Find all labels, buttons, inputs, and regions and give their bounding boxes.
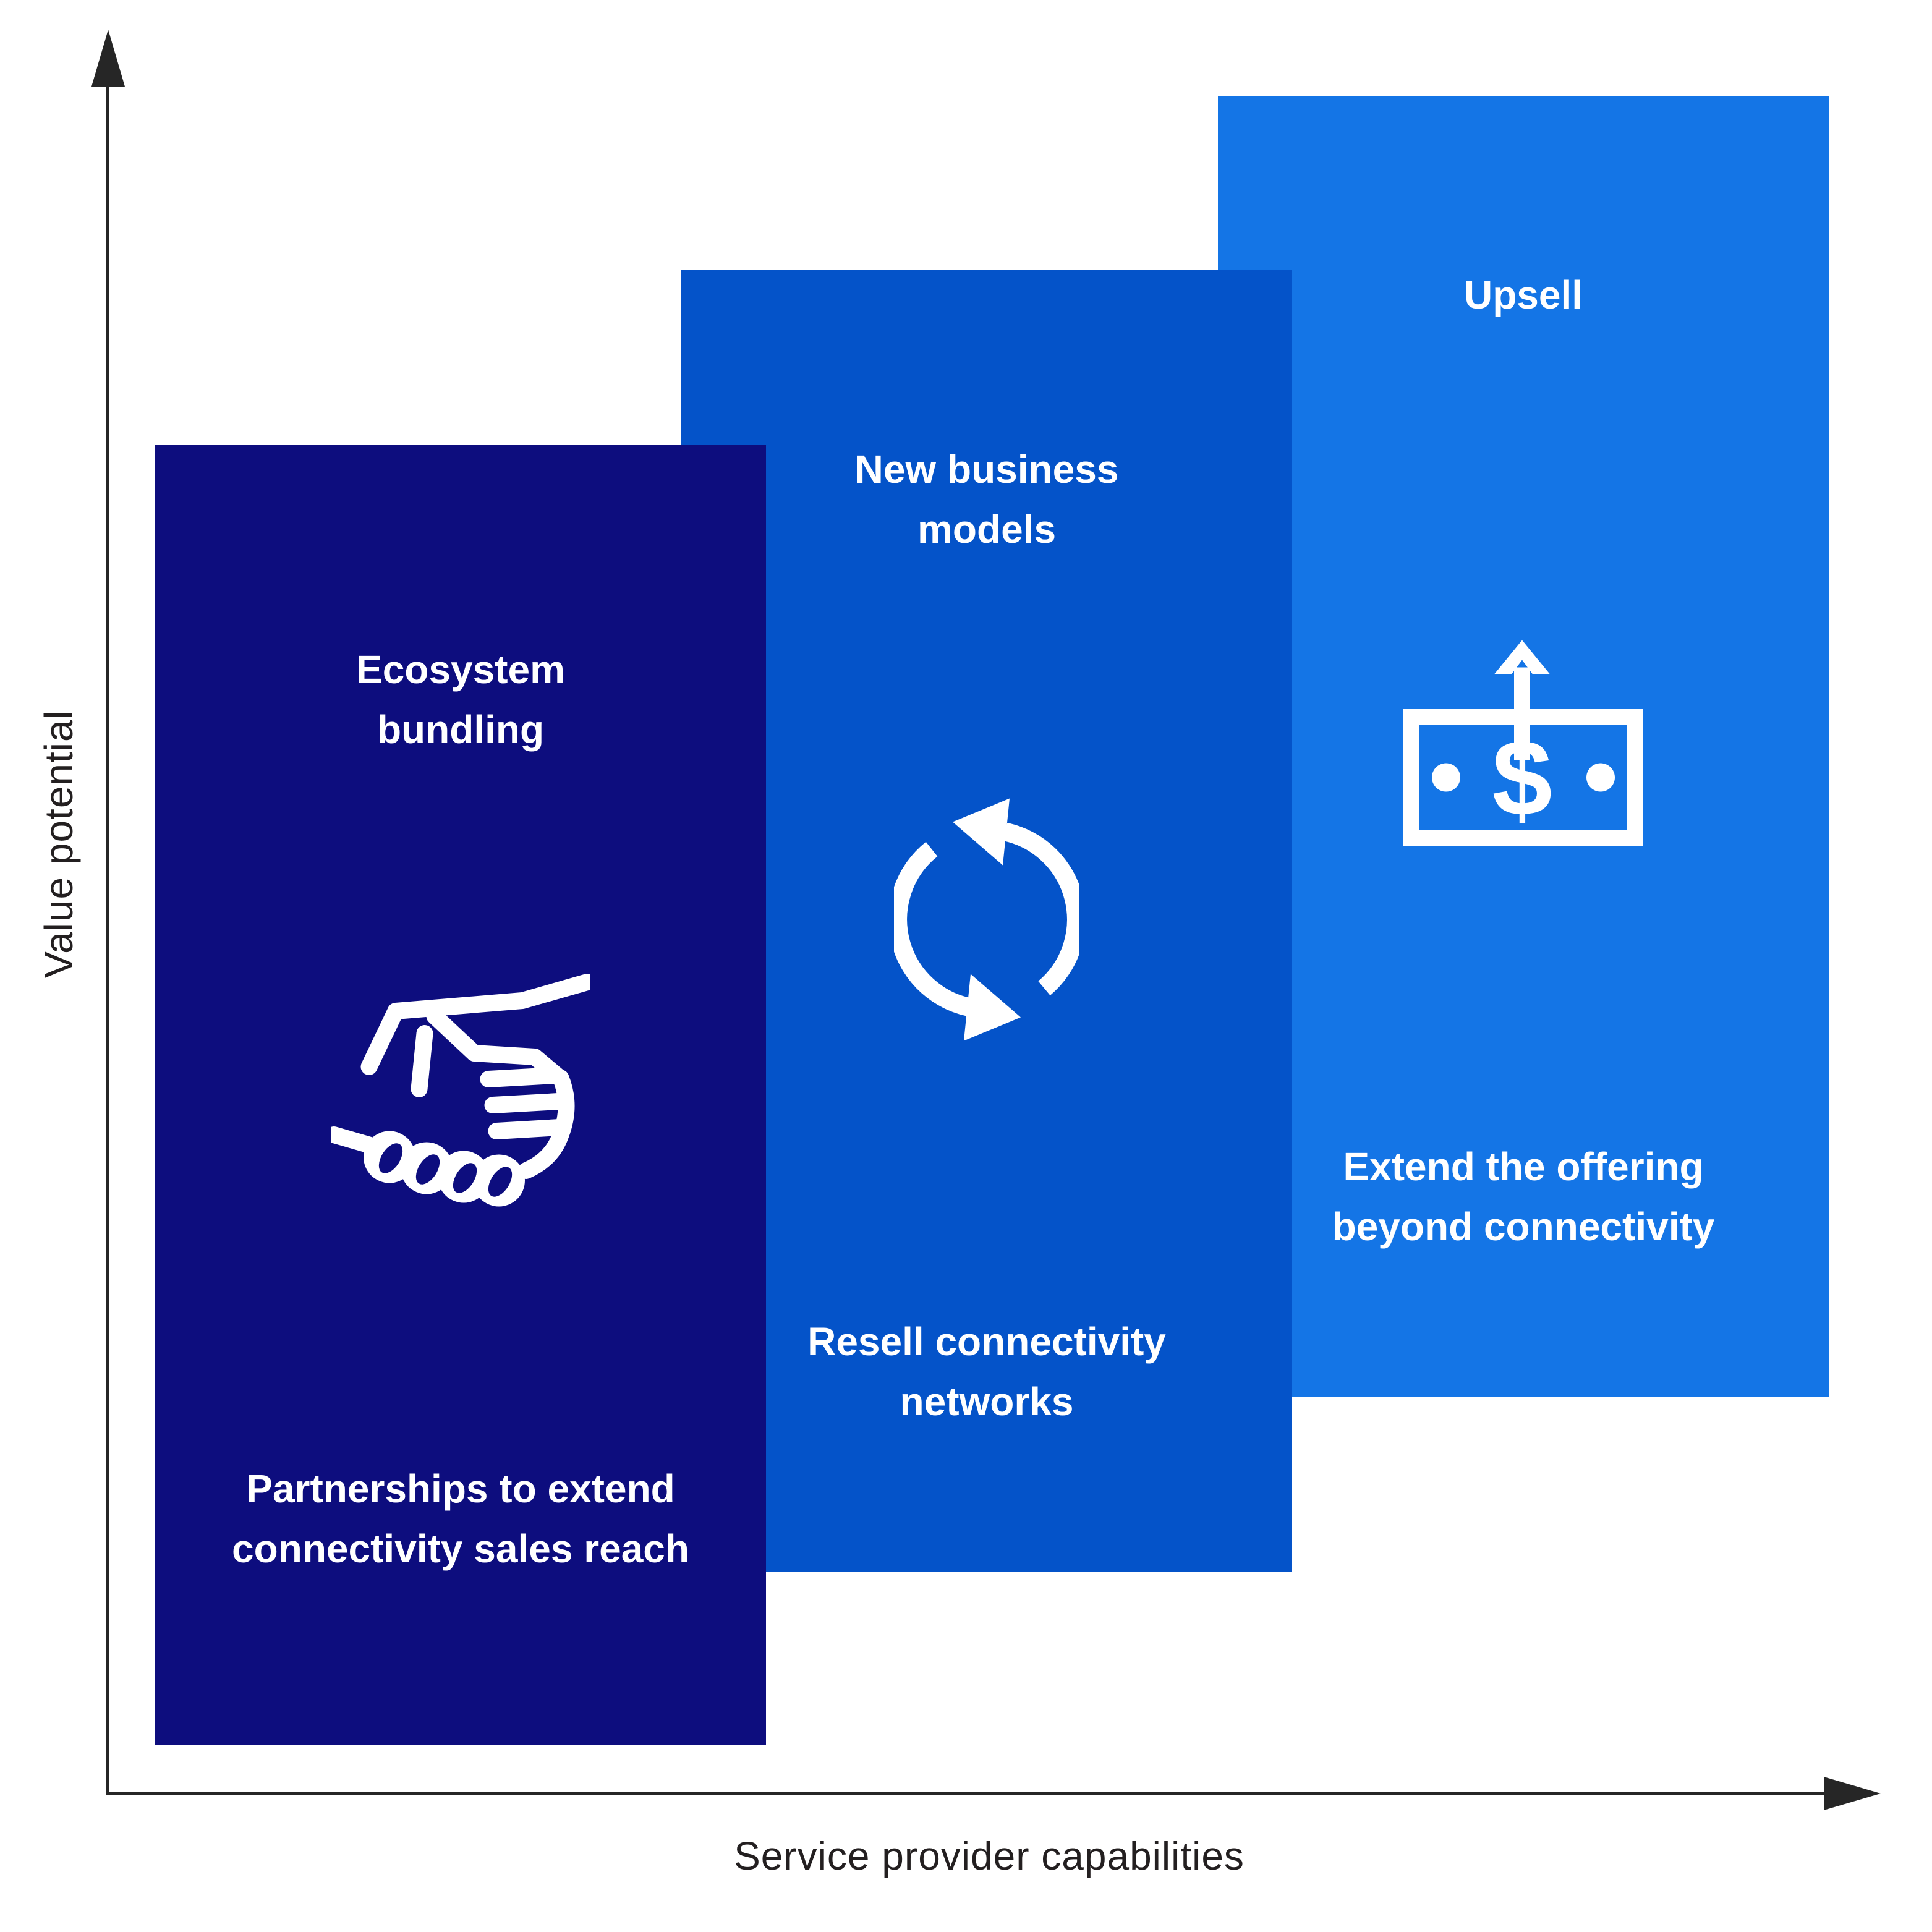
panel-caption-line: Resell connectivity: [807, 1319, 1166, 1364]
panel-caption: Resell connectivity networks: [681, 1312, 1292, 1432]
panel-title-line: Upsell: [1463, 272, 1583, 317]
x-axis-arrow-icon: [1824, 1777, 1881, 1810]
handshake-icon: [325, 973, 596, 1217]
panel-title-line: models: [917, 506, 1057, 551]
panel-title-line: bundling: [377, 707, 545, 752]
panel-caption-line: Extend the offering: [1343, 1144, 1704, 1189]
panel-caption: Extend the offering beyond connectivity: [1218, 1137, 1829, 1257]
panel-title: Upsell: [1218, 265, 1829, 325]
panel-new-business-models: New business models Resell connectivity …: [681, 270, 1292, 1572]
panel-title: New business models: [681, 440, 1292, 560]
panel-caption: Partnerships to extend connectivity sale…: [155, 1459, 766, 1579]
y-axis-label: Value potential: [36, 710, 81, 978]
y-axis-arrow-icon: [91, 30, 125, 87]
panel-title-line: New business: [854, 446, 1119, 492]
panel-caption-line: connectivity sales reach: [232, 1526, 689, 1572]
panel-caption-line: beyond connectivity: [1332, 1204, 1715, 1249]
money-upsell-icon: $: [1403, 640, 1644, 853]
x-axis-label: Service provider capabilities: [734, 1834, 1245, 1878]
x-axis-line: [106, 1792, 1831, 1795]
panel-caption-line: Partnerships to extend: [246, 1466, 675, 1512]
cycle-arrows-icon: [888, 796, 1086, 1047]
panel-upsell: Upsell $ Extend the offering beyond conn…: [1218, 96, 1829, 1397]
y-axis-line: [106, 68, 109, 1795]
panel-ecosystem-bundling: Ecosystem bundling: [155, 445, 766, 1745]
panel-title-line: Ecosystem: [356, 647, 565, 692]
panel-caption-line: networks: [900, 1379, 1074, 1424]
svg-text:$: $: [1492, 718, 1552, 838]
panel-title: Ecosystem bundling: [155, 640, 766, 760]
